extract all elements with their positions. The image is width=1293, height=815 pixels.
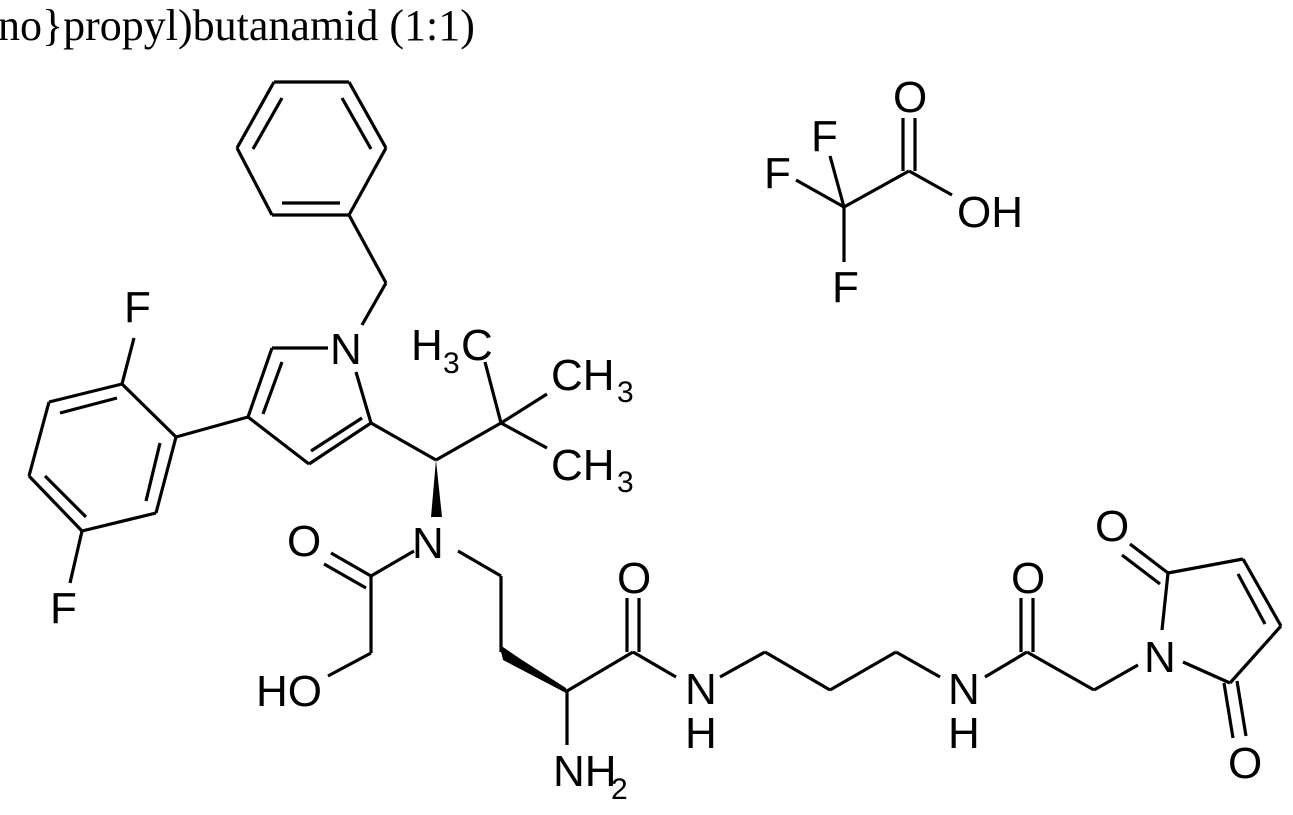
stereo-wedge-bond	[431, 460, 442, 517]
atom-label-o: O	[287, 517, 321, 566]
atom-label-subscript: 3	[443, 347, 460, 380]
atom-label-ch3: CH	[551, 351, 615, 400]
atom-label-o: O	[1011, 554, 1045, 603]
pyrrole-ring	[246, 346, 373, 466]
atom-label-f: F	[124, 283, 151, 332]
atom-label-o: O	[1228, 739, 1262, 788]
atom-label-f: F	[832, 263, 859, 312]
atom-label-n: N	[948, 665, 980, 714]
atom-label-ho: HO	[256, 667, 322, 716]
atom-label-n: N	[685, 665, 717, 714]
atom-label-f: F	[50, 584, 77, 633]
maleimide-ring	[1160, 557, 1283, 685]
atom-label-subscript: 2	[611, 773, 628, 806]
benzyl-phenyl-ring	[235, 80, 388, 217]
trifluoroacetic-acid	[795, 118, 953, 262]
atom-label-n: N	[1144, 633, 1176, 682]
compound-name-caption: no}propyl)butanamid (1:1)	[0, 1, 475, 50]
atom-label-c: C	[461, 321, 493, 370]
atom-label-subscript: 3	[617, 376, 634, 409]
difluorophenyl-ring	[27, 382, 178, 533]
atom-label-o: O	[893, 73, 927, 122]
atom-label-ch3: CH	[551, 441, 615, 490]
atom-label-h: H	[685, 709, 717, 758]
atom-label-o: O	[617, 554, 651, 603]
atom-label-n: N	[330, 325, 362, 374]
atom-label-h3c: H	[411, 321, 443, 370]
atom-label-oh: OH	[957, 188, 1023, 237]
atom-label-f: F	[764, 149, 791, 198]
atom-label-subscript: 3	[617, 466, 634, 499]
atom-label-n: N	[412, 519, 444, 568]
atom-label-o: O	[1095, 502, 1129, 551]
atom-label-nh2: NH	[553, 747, 617, 796]
atom-label-f: F	[811, 112, 838, 161]
atom-label-h: H	[948, 709, 980, 758]
